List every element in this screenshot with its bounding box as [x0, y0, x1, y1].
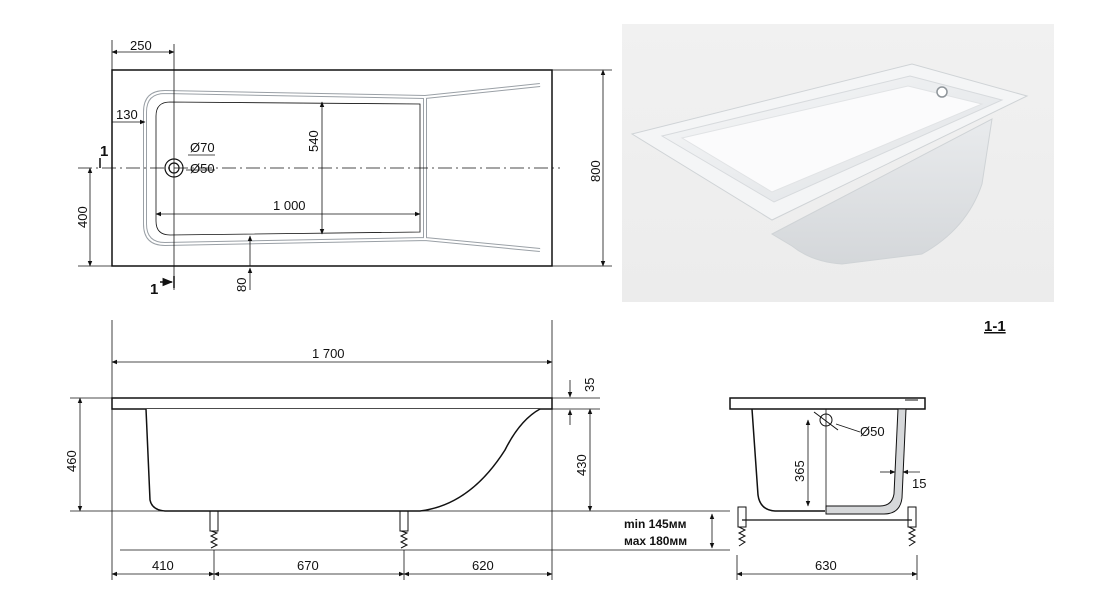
label-hole-70: Ø70 [190, 140, 215, 155]
bathtub-photo [622, 24, 1054, 302]
side-body [145, 408, 541, 512]
section-mark-bottom: 1 [150, 281, 158, 298]
dim-1000: 1 000 [273, 198, 306, 213]
dim-800: 800 [588, 160, 603, 182]
dim-1700: 1 700 [312, 346, 345, 361]
drain-outer [164, 158, 184, 178]
dim-35: 35 [582, 378, 597, 392]
dim-630: 630 [815, 558, 837, 573]
dim-365: 365 [792, 460, 807, 482]
section-view [729, 397, 926, 580]
side-view [70, 320, 730, 580]
top-view [78, 40, 612, 290]
dim-620: 620 [472, 558, 494, 573]
dim-250: 250 [130, 38, 152, 53]
overflow-hole [936, 86, 948, 98]
drain-inner [168, 162, 180, 174]
label-leg-max: мах 180мм [624, 534, 687, 548]
section-mark-top: 1 [100, 143, 108, 160]
dim-15: 15 [912, 476, 926, 491]
dim-80: 80 [234, 278, 249, 292]
label-leg-min: min 145мм [624, 517, 687, 531]
side-rim [111, 397, 553, 410]
dim-540: 540 [306, 130, 321, 152]
label-hole-50: Ø50 [190, 161, 215, 176]
dim-410: 410 [152, 558, 174, 573]
bathtub-illustration [630, 63, 1029, 265]
dim-400: 400 [75, 206, 90, 228]
dim-430: 430 [574, 454, 589, 476]
dim-130: 130 [116, 107, 138, 122]
section-title: 1-1 [984, 318, 1006, 335]
dim-670: 670 [297, 558, 319, 573]
label-overflow-50: Ø50 [860, 424, 885, 439]
dim-460: 460 [64, 450, 79, 472]
